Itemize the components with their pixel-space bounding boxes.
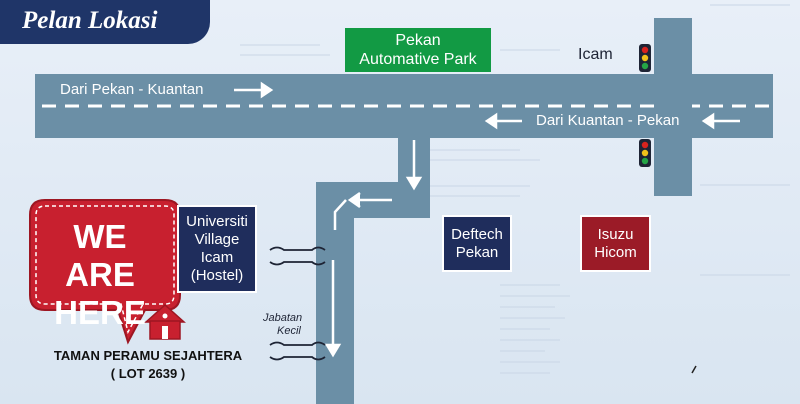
landmark-pekan-automative-park: Pekan Automative Park [345,28,491,72]
landmark-line: Universiti [186,213,248,230]
here-line-2: HERE [54,294,146,331]
landmark-line: Automative Park [359,51,477,68]
traffic-light-icon [639,44,651,72]
landmark-line: Hicom [594,243,637,261]
bridge-marks [269,246,326,361]
background-texture [240,4,790,374]
landmark-universiti-village: Universiti Village Icam (Hostel) [177,205,257,293]
pen-mark [691,365,697,374]
arrow-right-icon [234,81,274,99]
road-label-bottom: Dari Kuantan - Pekan [536,112,680,129]
house-icon [144,303,186,340]
arrow-left-icon [347,191,392,209]
arrow-left-icon [484,112,522,130]
landmark-line: Pekan [455,243,499,261]
landmark-line: Village [194,231,240,248]
address-line-2: ( LOT 2639 ) [110,366,186,381]
landmark-line: Kecil [277,325,301,337]
landmark-line: Icam [200,249,234,266]
address: TAMAN PERAMU SEJAHTERA ( LOT 2639 ) [28,347,268,383]
landmark-deftech: Deftech Pekan [442,215,512,272]
title-band [0,0,210,44]
landmark-icam: Icam [578,46,613,63]
arrow-left-icon [701,112,740,130]
here-line-1: WE ARE [65,218,135,293]
landmark-line: Jabatan [263,312,303,324]
here-marker-text: WE ARE HERE [38,218,162,332]
landmark-line: Deftech [451,225,503,243]
address-line-1: TAMAN PERAMU SEJAHTERA [53,348,243,363]
landmark-jabatan-kecil: Jabatan Kecil [263,312,302,338]
landmark-isuzu: Isuzu Hicom [580,215,651,272]
landmark-line: Isuzu [597,225,634,243]
arrow-down-icon [405,140,423,191]
arrow-down-icon [324,199,347,358]
icam-junction-road [654,18,692,196]
road-label-top: Dari Pekan - Kuantan [60,81,204,98]
landmark-line: Pekan [395,32,441,49]
traffic-light-icon [639,139,651,167]
page-title: Pelan Lokasi [22,7,158,34]
landmark-line: (Hostel) [190,267,244,284]
